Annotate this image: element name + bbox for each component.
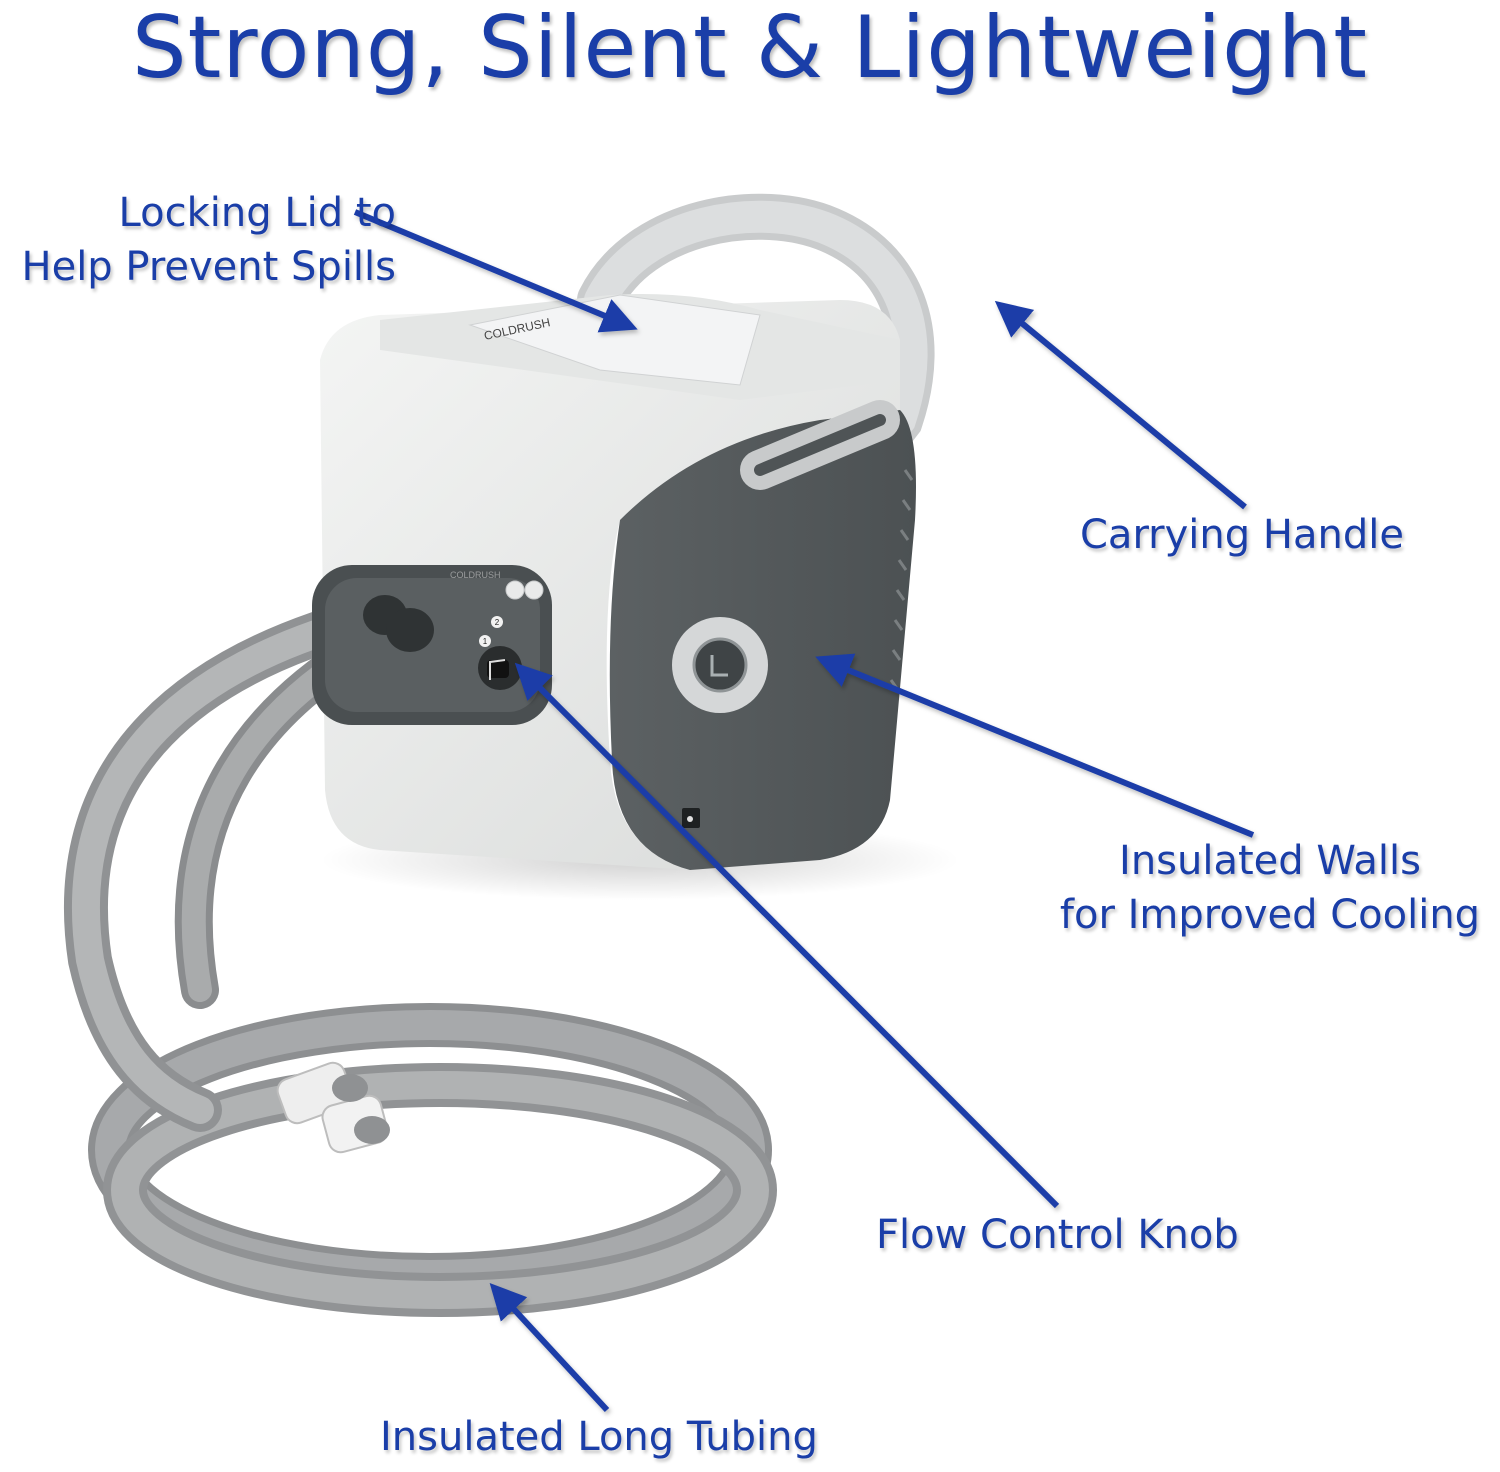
callout-line: Insulated Long Tubing bbox=[380, 1414, 818, 1460]
callout-line: for Improved Cooling bbox=[1059, 892, 1481, 938]
tubing-coil bbox=[63, 593, 777, 1317]
callout-line: Carrying Handle bbox=[1080, 512, 1404, 558]
callout-flow-control-knob: Flow Control Knob bbox=[876, 1208, 1239, 1262]
callout-insulated-tubing: Insulated Long Tubing bbox=[380, 1410, 818, 1464]
callout-insulated-walls: Insulated Walls for Improved Cooling bbox=[1040, 834, 1500, 942]
callout-line: Help Prevent Spills bbox=[21, 244, 397, 290]
handle-pivot-logo bbox=[692, 637, 748, 693]
headline-title: Strong, Silent & Lightweight bbox=[132, 0, 1368, 98]
lid-label bbox=[468, 294, 761, 386]
callout-line: Flow Control Knob bbox=[876, 1212, 1239, 1258]
tube-connectors bbox=[276, 1061, 390, 1154]
knob-position-2: 2 bbox=[495, 618, 500, 627]
front-panel: COLDRUSH 1 2 bbox=[312, 565, 552, 725]
arrow-insulated-tubing bbox=[489, 1282, 610, 1413]
unit-body: COLDRUSH bbox=[320, 294, 916, 870]
callout-locking-lid: Locking Lid to Help Prevent Spills bbox=[20, 186, 397, 294]
arrow-locking-lid bbox=[353, 209, 638, 333]
carrying-handle bbox=[577, 193, 935, 663]
arrow-insulated-walls bbox=[815, 653, 1255, 838]
arrow-carrying-handle bbox=[994, 300, 1247, 510]
callout-arrows bbox=[353, 209, 1255, 1413]
callout-line: Locking Lid to bbox=[118, 190, 396, 236]
panel-brand: COLDRUSH bbox=[450, 570, 501, 580]
callout-line: Insulated Walls bbox=[1119, 838, 1421, 884]
callout-carrying-handle: Carrying Handle bbox=[1080, 508, 1404, 562]
insulated-side-wall bbox=[609, 410, 916, 870]
knob-position-1: 1 bbox=[483, 637, 488, 646]
flow-control-knob-graphic: 1 2 bbox=[478, 616, 522, 690]
arrow-flow-control-knob bbox=[514, 662, 1060, 1209]
